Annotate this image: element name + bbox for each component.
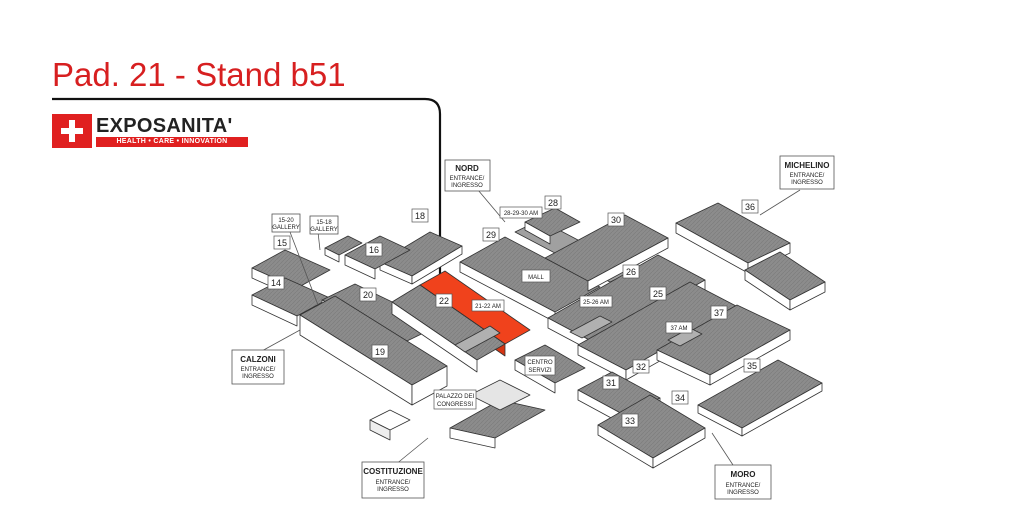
gallery-15-18-label: 15-18 GALLERY [309,215,339,235]
svg-text:26: 26 [626,267,636,277]
svg-text:21-22 AM: 21-22 AM [475,304,501,310]
gallery-15-18 [324,235,363,263]
svg-text:INGRESSO: INGRESSO [727,490,759,496]
logo-name: EXPOSANITA' [96,115,233,137]
entrance-moro: MORO ENTRANCE/ INGRESSO [714,464,772,500]
hall-28 [524,207,581,245]
svg-text:15-20: 15-20 [278,218,294,224]
svg-text:25-26 AM: 25-26 AM [583,300,609,306]
svg-text:16: 16 [369,245,379,255]
svg-text:31: 31 [606,378,616,388]
area-label-28-29-30-am: 28-29-30 AM [499,206,543,219]
hall-label-29: 29 [482,227,500,242]
hall-label-22: 22 [435,293,453,308]
svg-text:CONGRESSI: CONGRESSI [437,402,473,408]
area-label-21-22-am: 21-22 AM [471,299,505,312]
hall-label-34: 34 [671,390,689,405]
palazzo-dei-congressi-building [369,379,546,449]
gallery-15-20-label: 15-20 GALLERY [271,213,301,233]
hall-label-37: 37 [710,305,728,320]
svg-text:PALAZZO DEI: PALAZZO DEI [436,394,475,400]
svg-text:28-29-30 AM: 28-29-30 AM [504,211,538,217]
svg-text:35: 35 [747,361,757,371]
medical-cross-icon [52,114,92,148]
svg-text:MICHELINO: MICHELINO [785,161,830,170]
svg-text:18: 18 [415,211,425,221]
svg-text:GALLERY: GALLERY [272,225,300,231]
svg-text:ENTRANCE/: ENTRANCE/ [376,480,411,486]
svg-text:32: 32 [636,362,646,372]
exposanita-logo: EXPOSANITA' HEALTH • CARE • INNOVATION [52,114,252,150]
svg-text:COSTITUZIONE: COSTITUZIONE [363,467,423,476]
svg-text:15: 15 [277,238,287,248]
hall-label-14: 14 [267,275,285,290]
svg-text:37: 37 [714,308,724,318]
hall-label-30: 30 [607,212,625,227]
svg-text:ENTRANCE/: ENTRANCE/ [790,173,825,179]
hall-21-22-am [454,325,501,353]
svg-text:ENTRANCE/: ENTRANCE/ [241,367,276,373]
svg-text:MORO: MORO [731,470,756,479]
svg-text:30: 30 [611,215,621,225]
svg-text:INGRESSO: INGRESSO [242,374,274,380]
svg-text:20: 20 [363,290,373,300]
entrance-calzoni: CALZONI ENTRANCE/ INGRESSO [231,349,285,385]
svg-text:INGRESSO: INGRESSO [451,183,483,189]
area-label-palazzo-dei-congressi: PALAZZO DEI CONGRESSI [433,389,477,410]
entrance-michelino: MICHELINO ENTRANCE/ INGRESSO [779,155,835,190]
svg-text:33: 33 [625,416,635,426]
hall-37 [656,304,791,386]
hall-label-35: 35 [743,358,761,373]
svg-text:25: 25 [653,289,663,299]
hall-label-32: 32 [632,359,650,374]
svg-text:29: 29 [486,230,496,240]
hall-35 [697,359,823,437]
hall-30 [544,214,669,292]
page-title: Pad. 21 - Stand b51 [52,56,346,93]
area-label-mall: MALL [521,269,551,283]
svg-text:INGRESSO: INGRESSO [791,180,823,186]
hall-label-19: 19 [371,344,389,359]
svg-text:ENTRANCE/: ENTRANCE/ [726,483,761,489]
hall-label-18: 18 [411,208,429,223]
svg-text:28: 28 [548,198,558,208]
svg-text:19: 19 [375,347,385,357]
hall-label-15: 15 [273,235,291,250]
hall-label-33: 33 [621,413,639,428]
svg-text:CALZONI: CALZONI [240,355,276,364]
hall-label-31: 31 [602,375,620,390]
svg-text:INGRESSO: INGRESSO [377,487,409,493]
svg-text:SERVIZI: SERVIZI [528,368,552,374]
hall-label-36: 36 [741,199,759,214]
hall-label-26: 26 [622,264,640,279]
hall-18 [379,231,463,285]
hall-19 [299,295,448,406]
svg-text:22: 22 [439,296,449,306]
hall-33-34 [597,394,706,469]
pointer-line [52,97,442,285]
area-label-25-26-am: 25-26 AM [579,295,613,308]
area-label-centro-servizi: CENTRO SERVIZI [524,355,556,376]
svg-text:36: 36 [745,202,755,212]
svg-text:14: 14 [271,278,281,288]
svg-text:37 AM: 37 AM [670,326,687,332]
entrance-costituzione: COSTITUZIONE ENTRANCE/ INGRESSO [361,461,425,499]
hall-label-16: 16 [365,242,383,257]
entrance-nord: NORD ENTRANCE/ INGRESSO [444,159,491,192]
svg-text:CENTRO: CENTRO [527,360,553,366]
hall-25-26-am [569,315,613,339]
hall-label-20: 20 [359,287,377,302]
svg-text:MALL: MALL [528,275,544,281]
logo-tagline: HEALTH • CARE • INNOVATION [96,137,248,147]
svg-text:15-18: 15-18 [316,220,332,226]
svg-text:NORD: NORD [455,164,479,173]
hall-label-28: 28 [544,195,562,210]
svg-text:GALLERY: GALLERY [310,227,338,233]
svg-text:ENTRANCE/: ENTRANCE/ [450,176,485,182]
area-label-37-am: 37 AM [665,321,693,334]
svg-text:34: 34 [675,393,685,403]
hall-label-25: 25 [649,286,667,301]
hall-36 [675,202,826,311]
